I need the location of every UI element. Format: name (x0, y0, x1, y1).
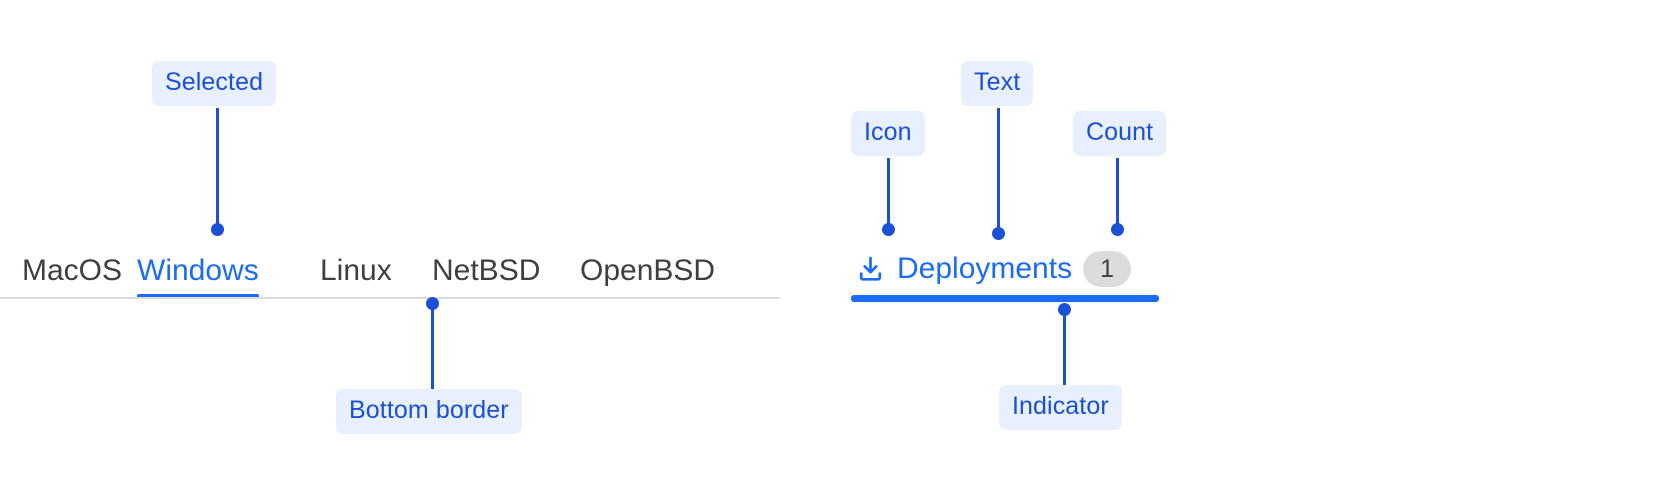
tab-windows[interactable]: Windows (137, 243, 259, 299)
leader-dot-icon (882, 223, 895, 236)
tab-bar-os: MacOS Windows Linux NetBSD OpenBSD (0, 243, 780, 299)
leader-line-selected (216, 108, 219, 229)
count-badge: 1 (1083, 251, 1132, 287)
tab-label: OpenBSD (580, 254, 716, 287)
tab-label: NetBSD (432, 254, 541, 287)
annotation-indicator: Indicator (999, 385, 1122, 430)
leader-dot-text (992, 227, 1005, 240)
leader-line-bottom-border (431, 303, 434, 391)
annotation-text: Text (961, 61, 1034, 106)
leader-dot-selected (211, 223, 224, 236)
tab-label: MacOS (22, 254, 123, 287)
tab-linux[interactable]: Linux (320, 243, 392, 299)
leader-line-count (1116, 158, 1119, 229)
tab-bar-bottom-border (0, 297, 780, 299)
tab-macos[interactable]: MacOS (22, 243, 122, 299)
tab-label: Linux (320, 254, 392, 287)
download-icon (859, 256, 882, 281)
tab-selected-underline (137, 294, 259, 299)
annotation-count: Count (1073, 111, 1167, 156)
leader-dot-count (1111, 223, 1124, 236)
leader-line-icon (887, 158, 890, 229)
tab-label: Windows (137, 254, 259, 287)
tab-netbsd[interactable]: NetBSD (432, 243, 540, 299)
tab-openbsd[interactable]: OpenBSD (580, 243, 715, 299)
annotation-icon: Icon (851, 111, 925, 156)
leader-line-indicator (1063, 309, 1066, 387)
tab-bar-deployments: Deployments 1 (851, 243, 1161, 303)
tab-label: Deployments (897, 252, 1073, 285)
annotation-selected: Selected (152, 61, 277, 106)
annotation-bottom-border: Bottom border (336, 389, 522, 434)
tab-deployments[interactable]: Deployments 1 (851, 243, 1135, 295)
leader-line-text (997, 108, 1000, 232)
tab-selected-indicator (851, 295, 1159, 302)
